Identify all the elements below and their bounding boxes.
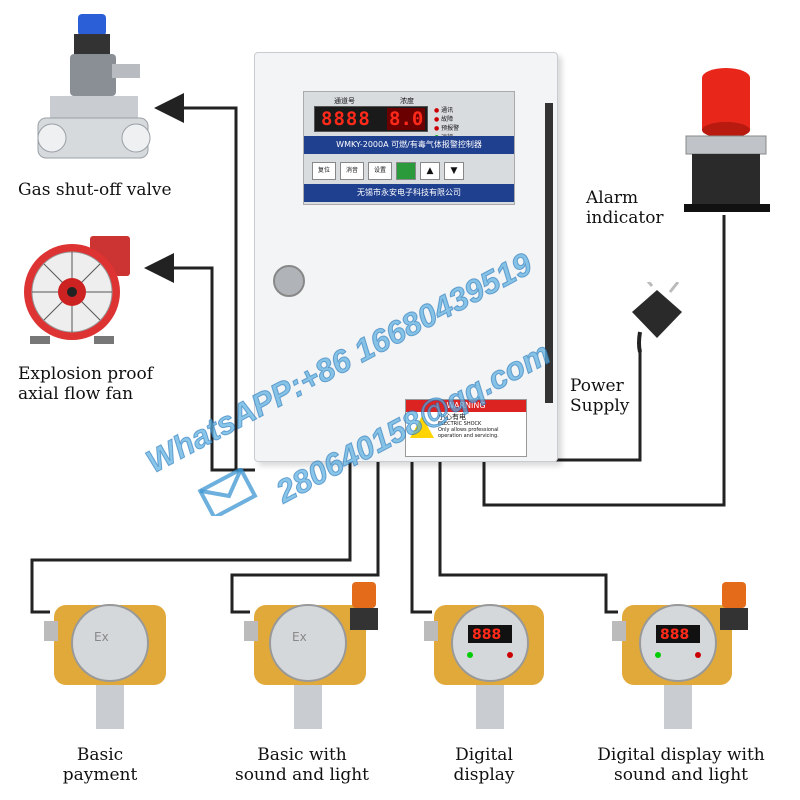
reset-button[interactable]: 复位	[312, 162, 336, 180]
model-banner: WMKY-2000A 可燃/有毒气体报警控制器	[304, 136, 514, 154]
display-header-value: 浓度	[400, 97, 414, 105]
line-to-detector-3	[410, 462, 432, 614]
label-detector-digital-sl: Digital display with sound and light	[597, 745, 765, 785]
label-alarm-indicator: Alarm indicator	[586, 188, 664, 228]
confirm-button[interactable]	[396, 162, 416, 180]
digit-readout-2: 888	[660, 627, 689, 643]
alarm-light-image	[684, 68, 770, 212]
warning-text-block: 小心有电 ELECTRIC SHOCK Only allows professi…	[438, 413, 499, 440]
label-fan: Explosion proof axial flow fan	[18, 364, 154, 404]
line-to-detector-1	[30, 462, 352, 614]
line-to-fan	[144, 253, 255, 472]
strobe-light-2	[722, 582, 746, 608]
led-display: 8888 8.0	[314, 106, 428, 132]
strobe-light-1	[352, 582, 376, 608]
label-detector-basic: Basic payment	[62, 745, 138, 785]
ex-mark-2: Ex	[292, 630, 307, 644]
label-gas-valve: Gas shut-off valve	[18, 180, 172, 200]
controller-faceplate: 通道号 浓度 8888 8.0 ● 通讯 ● 故障 ● 预报警 ● 运行 WMK…	[303, 91, 515, 205]
detector-digital-sound-light-image: 888	[612, 582, 748, 729]
up-arrow-icon[interactable]: ▲	[420, 162, 440, 180]
lock-icon[interactable]	[273, 265, 305, 297]
valve-blue-cap	[78, 14, 106, 36]
label-detector-digital: Digital display	[453, 745, 515, 785]
line-to-gas-valve	[154, 93, 238, 470]
status-prealarm: ● 预报警	[434, 125, 460, 132]
line-to-detector-2	[230, 462, 380, 614]
company-banner: 无锡市永安电子科技有限公司	[304, 184, 514, 202]
label-power-supply: Power Supply	[570, 376, 630, 416]
line-to-power	[520, 350, 642, 462]
status-comm: ● 通讯	[434, 107, 454, 114]
ex-mark-1: Ex	[94, 630, 109, 644]
gas-valve-image	[37, 14, 151, 159]
status-fault: ● 故障	[434, 116, 454, 123]
detector-basic-sound-light-image: Ex	[244, 582, 378, 729]
display-header-channel: 通道号	[334, 97, 355, 105]
led-channel-digits: 8888	[321, 108, 371, 130]
label-detector-basic-sl: Basic with sound and light	[234, 745, 370, 785]
down-arrow-icon[interactable]: ▼	[444, 162, 464, 180]
cabinet-hinge	[545, 103, 553, 403]
controller-cabinet: 通道号 浓度 8888 8.0 ● 通讯 ● 故障 ● 预报警 ● 运行 WMK…	[254, 52, 558, 462]
valve-coil	[70, 54, 116, 96]
power-plug-image	[632, 282, 682, 353]
detector-basic-image: Ex	[44, 604, 166, 729]
valve-body-top	[50, 96, 138, 118]
led-value-digits: 8.0	[387, 108, 426, 130]
warning-label: WARNING 小心有电 ELECTRIC SHOCK Only allows …	[405, 399, 527, 457]
line-to-alarm	[482, 215, 726, 507]
detector-digital-image: 888	[424, 604, 544, 729]
digit-readout-1: 888	[472, 627, 501, 643]
settings-button[interactable]: 设置	[368, 162, 392, 180]
envelope-icon	[197, 468, 258, 516]
electric-shock-icon	[410, 416, 434, 438]
mute-button[interactable]: 消音	[340, 162, 364, 180]
valve-knob	[74, 34, 110, 54]
warning-tag: WARNING	[406, 400, 526, 412]
fan-image	[24, 236, 130, 344]
button-row: 复位 消音 设置 ▲ ▼	[312, 162, 510, 180]
line-to-detector-4	[438, 462, 618, 614]
